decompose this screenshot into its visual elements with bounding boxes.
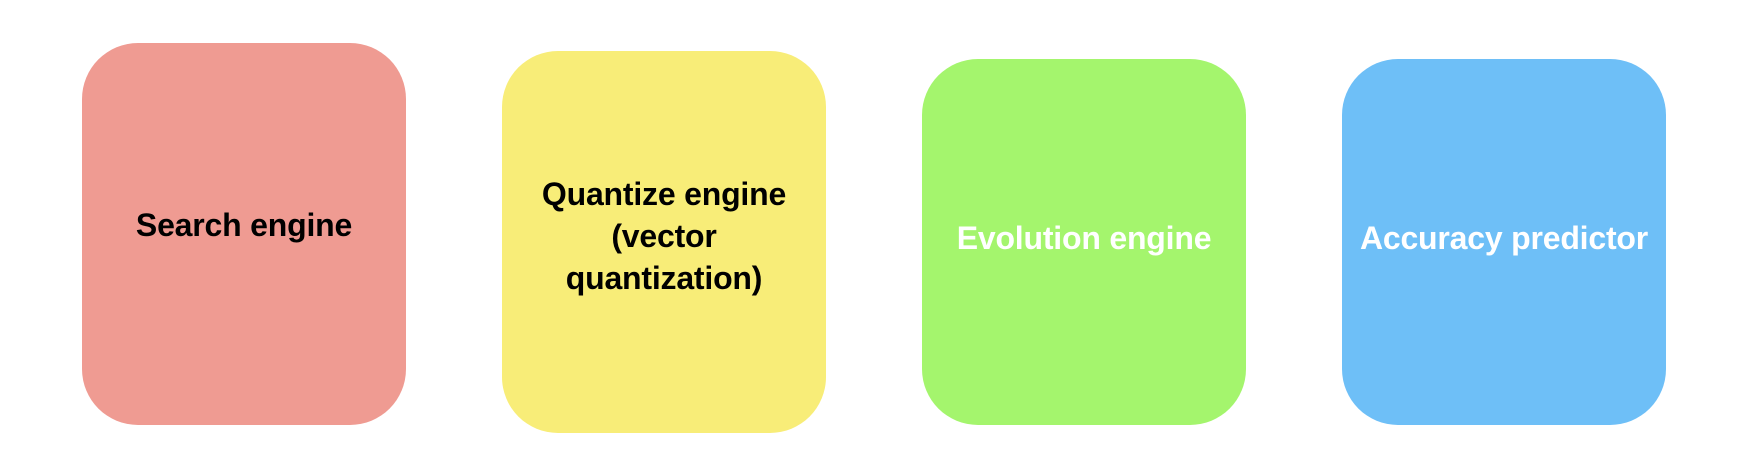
accuracy-predictor-box: Accuracy predictor	[1342, 59, 1666, 425]
search-engine-label: Search engine	[135, 207, 353, 243]
evolution-engine-box: Evolution engine	[922, 59, 1246, 425]
quantize-engine-box: Quantize engine (vector quantization)	[502, 51, 826, 433]
evolution-engine-label: Evolution engine	[956, 220, 1212, 256]
accuracy-predictor-label: Accuracy predictor	[1359, 220, 1649, 256]
quantize-engine-label: Quantize engine (vector quantization)	[541, 176, 787, 296]
search-engine-box: Search engine	[82, 43, 406, 425]
